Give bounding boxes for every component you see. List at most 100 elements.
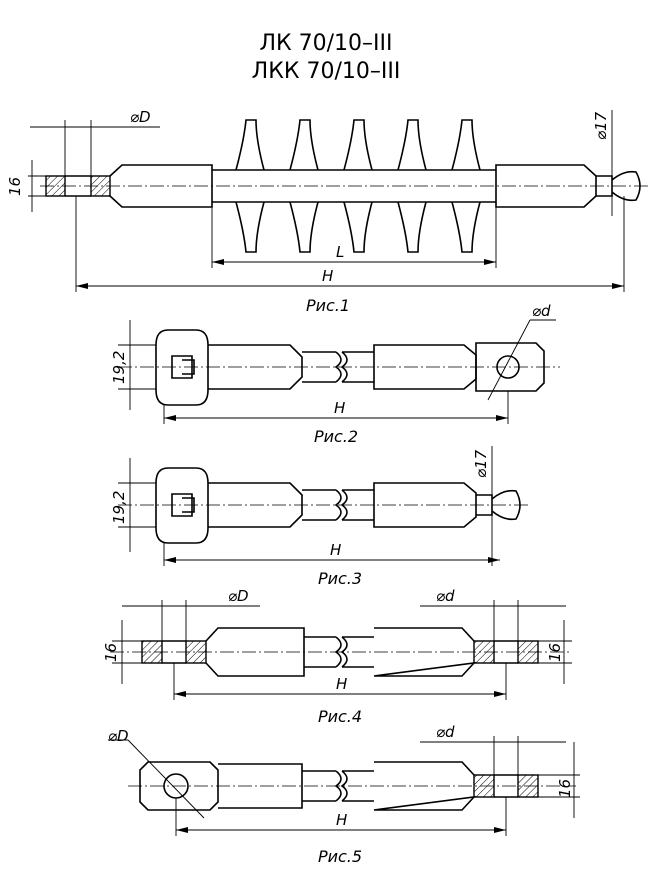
fig4-rod-right (342, 636, 374, 668)
fig2-clevis (475, 342, 545, 392)
fig1-label-ball-diameter: ⌀17 (592, 111, 610, 140)
figure-3: ⌀17 19,2 H Рис.3 (110, 446, 528, 588)
fig1-ball-neck (596, 175, 613, 197)
fig2-socket-head (155, 329, 209, 406)
fig1-left-fitting (109, 164, 213, 208)
fig4-arrow (174, 691, 186, 697)
fig4-rod-left (304, 636, 336, 668)
fig1-label-eye-diameter: ⌀D (130, 108, 151, 126)
fig5-dim-hole (127, 739, 205, 819)
fig2-socket-inner (182, 359, 195, 375)
fig1-label-overall-length: H (322, 267, 333, 285)
fig4-label-thickness-right: 16 (546, 643, 564, 662)
fig4-caption: Рис.4 (318, 707, 362, 726)
fig3-ball-head (491, 489, 521, 521)
title-line-1: ЛК 70/10–III (259, 31, 392, 56)
fig2-arrow (496, 415, 508, 421)
fig5-caption: Рис.5 (318, 847, 362, 866)
fig2-label-hole-diameter: ⌀d (532, 302, 551, 320)
fig1-left-eye-section-b (90, 175, 111, 197)
fig1-sheds (235, 119, 481, 253)
fig2-rod-right (342, 351, 374, 383)
fig3-rod-right (342, 489, 374, 521)
fig3-arrow (488, 557, 500, 563)
fig1-shed-1-bottom (235, 201, 265, 253)
fig5-right-eye-section-a (473, 774, 495, 798)
fig5-label-thickness: 16 (556, 779, 574, 798)
fig2-left-body (208, 344, 303, 390)
fig5-right-fitting (373, 761, 477, 811)
fig2-break-right (340, 351, 348, 383)
drawing-title: ЛК 70/10–III ЛКК 70/10–III (252, 31, 401, 84)
fig1-label-thickness: 16 (6, 177, 24, 196)
fig2-dim-hole (487, 319, 531, 401)
fig3-socket-slot (171, 493, 193, 517)
fig3-ball-neck (476, 494, 493, 516)
fig3-caption: Рис.3 (318, 569, 362, 588)
fig5-right-eye-section-b (517, 774, 539, 798)
fig1-shed-4-bottom (397, 201, 427, 253)
fig1-shed-2-top (289, 119, 319, 171)
fig5-rod-right (342, 770, 374, 802)
fig4-label-eye-diameter-left: ⌀D (228, 587, 249, 605)
fig4-break-right (340, 636, 348, 668)
fig2-clevis-hole (496, 355, 520, 379)
fig1-shed-3-top (343, 119, 373, 171)
fig1-shed-2-bottom (289, 201, 319, 253)
fig3-break-left (334, 489, 342, 521)
fig2-rod-left (302, 351, 336, 383)
fig4-label-eye-diameter-right: ⌀d (436, 587, 455, 605)
fig1-shed-3-bottom (343, 201, 373, 253)
fig1-arrow (212, 259, 224, 265)
fig3-label-overall-length: H (330, 541, 341, 559)
fig4-left-fitting (205, 627, 305, 677)
fig2-label-overall-length: H (334, 399, 345, 417)
fig2-break-left (334, 351, 342, 383)
fig4-right-eye-section-a (473, 640, 495, 664)
fig3-arrow (164, 557, 176, 563)
fig1-caption: Рис.1 (306, 296, 350, 315)
fig4-left-eye-section-a (141, 640, 163, 664)
fig4-label-thickness-left: 16 (102, 643, 120, 662)
figure-5: ⌀D ⌀d 16 H Рис.5 (108, 723, 580, 866)
fig5-label-overall-length: H (336, 811, 347, 829)
figure-1: 16 ⌀D ⌀17 L H Рис.1 (6, 108, 648, 315)
fig3-socket-inner (182, 497, 195, 513)
fig3-label-width: 19,2 (110, 491, 128, 524)
fig2-label-width: 19,2 (110, 351, 128, 384)
fig3-right-body (373, 482, 477, 528)
fig1-left-eye-section-a (45, 175, 66, 197)
fig5-arrow (176, 827, 188, 833)
fig4-break-left (334, 636, 342, 668)
fig2-arrow (164, 415, 176, 421)
fig5-break-right (340, 770, 348, 802)
fig2-socket-slot (171, 355, 193, 379)
fig4-left-eye-section-b (185, 640, 207, 664)
fig5-arrow (494, 827, 506, 833)
fig5-rod-left (302, 770, 336, 802)
fig4-label-overall-length: H (336, 675, 347, 693)
fig1-arrow (76, 283, 88, 289)
fig1-shed-5-bottom (451, 201, 481, 253)
fig5-label-eye-diameter: ⌀d (436, 723, 455, 741)
figure-4: ⌀D ⌀d 16 16 H Рис.4 (102, 587, 572, 726)
fig3-socket-head (155, 467, 209, 544)
fig1-shed-4-top (397, 119, 427, 171)
fig2-caption: Рис.2 (314, 427, 358, 446)
fig4-arrow (494, 691, 506, 697)
fig1-label-shed-length: L (336, 243, 344, 261)
fig4-right-eye-section-b (517, 640, 539, 664)
fig4-right-fitting (373, 627, 477, 677)
fig3-rod-left (302, 489, 336, 521)
fig1-arrow (612, 283, 624, 289)
figure-2: ⌀d 19,2 H Рис.2 (110, 302, 560, 446)
fig1-arrow (484, 259, 496, 265)
fig5-label-hole-diameter: ⌀D (108, 727, 129, 745)
fig1-shed-1-top (235, 119, 265, 171)
fig3-label-ball-diameter: ⌀17 (472, 449, 490, 478)
title-line-2: ЛКК 70/10–III (252, 59, 401, 84)
fig3-left-body (208, 482, 303, 528)
fig5-clevis (139, 761, 219, 811)
fig5-break-left (334, 770, 342, 802)
